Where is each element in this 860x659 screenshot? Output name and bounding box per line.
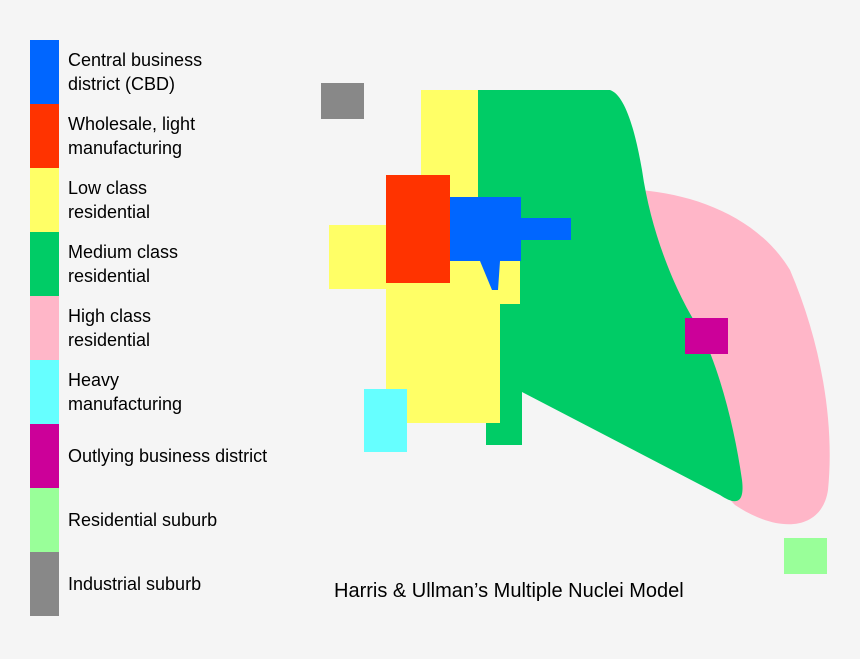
legend-label-line1: Residential suburb [68, 510, 218, 530]
legend-item-residential-suburb: Residential suburb [30, 488, 320, 552]
green-square-icon [30, 232, 59, 296]
zone-outlying-business-district [685, 318, 728, 354]
legend-label-line1: Outlying business district [68, 446, 268, 466]
red-square-icon [30, 104, 59, 168]
legend-label: Heavy manufacturing [68, 368, 318, 416]
legend-item-heavy-manufacturing: Heavy manufacturing [30, 360, 320, 424]
legend-label-line1: Industrial suburb [68, 574, 202, 594]
legend-label-line2: residential [68, 202, 151, 222]
legend-label-line1: Low class [68, 178, 148, 198]
legend-item-high-class: High class residential [30, 296, 320, 360]
gray-square-icon [30, 552, 59, 616]
legend-item-wholesale: Wholesale, light manufacturing [30, 104, 320, 168]
legend-label-line1: Central business [68, 50, 203, 70]
legend-label-line2: district (CBD) [68, 74, 175, 94]
legend-label: Residential suburb [68, 508, 318, 532]
legend-item-medium-class: Medium class residential [30, 232, 320, 296]
legend-label-line1: Medium class [68, 242, 179, 262]
zone-heavy-manufacturing [364, 389, 407, 452]
zone-cbd [450, 197, 571, 290]
zone-industrial-suburb [321, 83, 364, 119]
zone-residential-suburb [784, 538, 827, 574]
light-green-square-icon [30, 488, 59, 552]
pink-square-icon [30, 296, 59, 360]
zone-high-class-residential [640, 190, 830, 525]
legend-label: Industrial suburb [68, 572, 318, 596]
legend-label-line2: residential [68, 266, 151, 286]
legend-label: Medium class residential [68, 240, 318, 288]
legend-label-line2: manufacturing [68, 138, 183, 158]
magenta-square-icon [30, 424, 59, 488]
legend-label: Outlying business district [68, 444, 318, 468]
legend-label: High class residential [68, 304, 318, 352]
zone-medium-class-residential [478, 90, 743, 502]
legend-label-line2: manufacturing [68, 394, 183, 414]
cyan-square-icon [30, 360, 59, 424]
yellow-square-icon [30, 168, 59, 232]
legend-label-line2: residential [68, 330, 151, 350]
zone-wholesale-light-manufacturing [386, 175, 450, 283]
legend-item-outlying-business: Outlying business district [30, 424, 320, 488]
legend-label: Wholesale, light manufacturing [68, 112, 318, 160]
legend-label-line1: High class [68, 306, 152, 326]
legend-label: Central business district (CBD) [68, 48, 318, 96]
legend-label: Low class residential [68, 176, 318, 224]
legend-item-industrial-suburb: Industrial suburb [30, 552, 320, 616]
legend-label-line1: Heavy [68, 370, 120, 390]
diagram-title: Harris & Ullman’s Multiple Nuclei Model [334, 580, 684, 602]
legend-item-low-class: Low class residential [30, 168, 320, 232]
legend: Central business district (CBD) Wholesale,… [30, 40, 320, 616]
legend-item-cbd: Central business district (CBD) [30, 40, 320, 104]
legend-label-line1: Wholesale, light [68, 114, 196, 134]
blue-square-icon [30, 40, 59, 104]
